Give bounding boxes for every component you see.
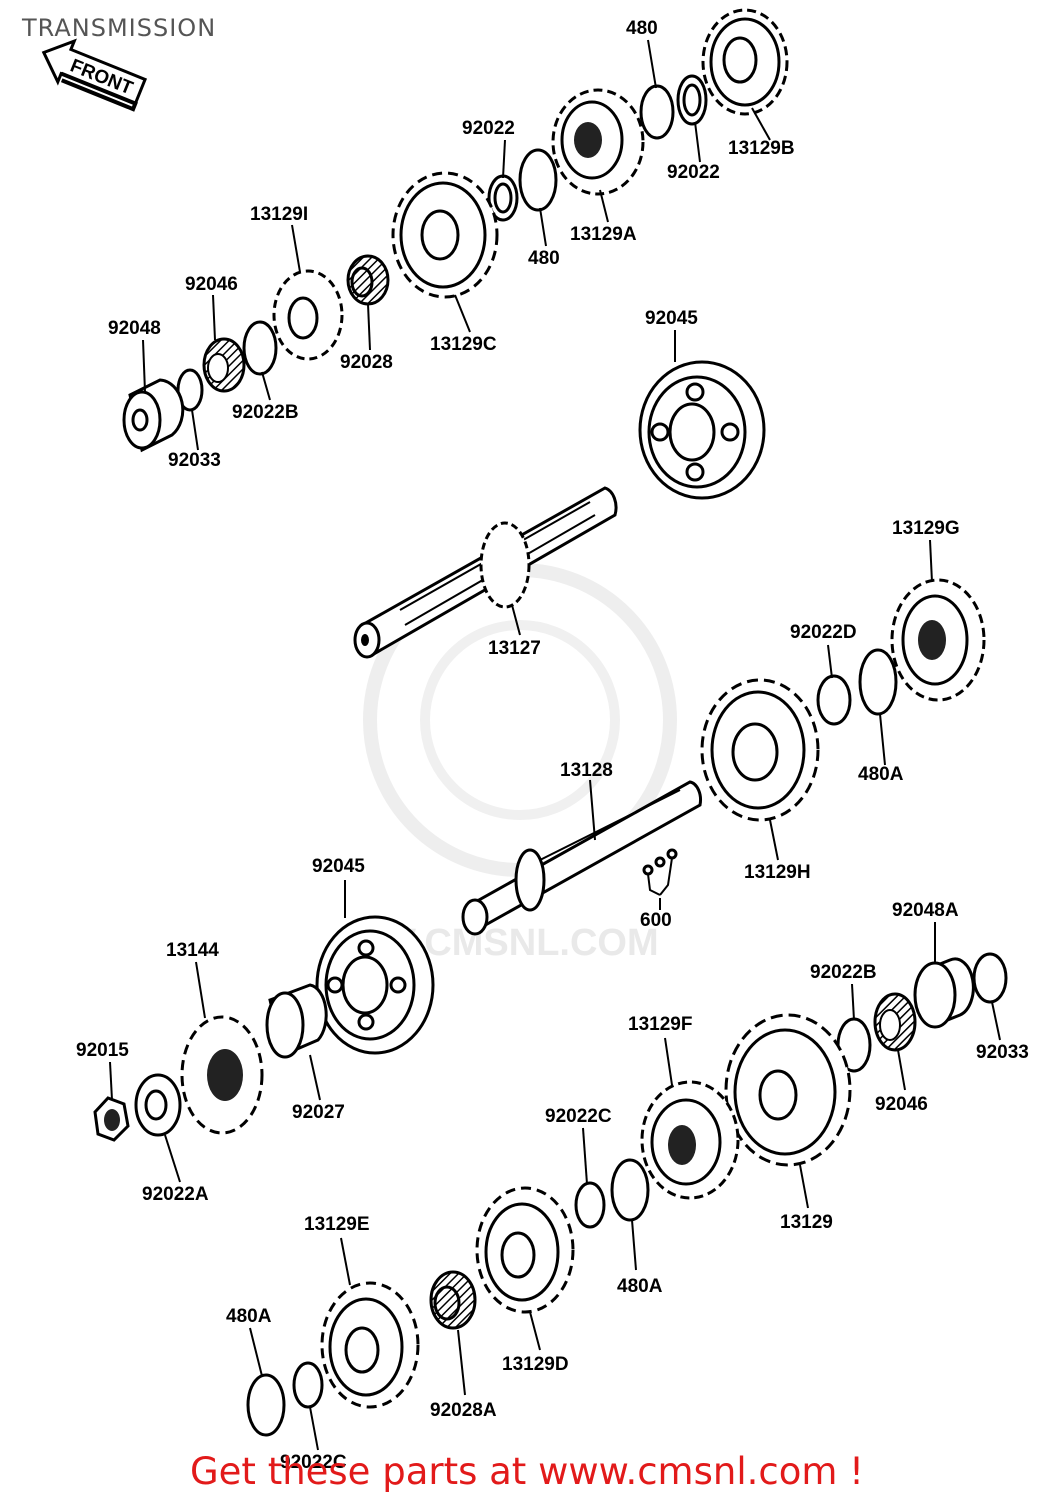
washer-92022C-bottom-icon — [292, 1361, 324, 1409]
label-13129C: 13129C — [430, 334, 497, 355]
page-title: TRANSMISSION — [22, 14, 217, 42]
label-13129G: 13129G — [892, 518, 960, 539]
label-92022B-top: 92022B — [232, 402, 299, 423]
gear-13129-icon — [724, 1013, 852, 1167]
label-480A-mid: 480A — [617, 1276, 663, 1297]
label-92022C-bottom: 92022C — [280, 1452, 347, 1473]
part-labels: 480 13129B 92022 92022 480 13129A 13129I… — [76, 18, 1029, 1473]
label-92022C-mid: 92022C — [545, 1106, 612, 1127]
circlip-480A-right-icon — [858, 648, 898, 716]
label-92022A: 92022A — [142, 1184, 209, 1205]
washer-92022A-inner-icon — [144, 1089, 168, 1121]
label-92045-top: 92045 — [645, 308, 698, 329]
gear-13129E-icon — [320, 1281, 420, 1409]
bearing-92028-icon — [346, 254, 390, 306]
ball-bearing-92045-icon — [638, 360, 766, 500]
label-92046-bottom: 92046 — [875, 1094, 928, 1115]
sprocket-13144-icon — [180, 1015, 264, 1135]
gear-13129H-icon — [700, 678, 820, 822]
label-92048: 92048 — [108, 318, 161, 339]
label-480A-right: 480A — [858, 764, 904, 785]
washer-92022C-mid-icon — [574, 1181, 606, 1229]
label-13129I: 13129I — [250, 204, 308, 225]
circlip-480A-mid-icon — [610, 1158, 650, 1222]
label-92015: 92015 — [76, 1040, 129, 1061]
nut-92015-icon — [93, 1096, 130, 1142]
label-92045-mid: 92045 — [312, 856, 365, 877]
label-92022-right: 92022 — [667, 162, 720, 183]
label-13129B: 13129B — [728, 138, 795, 159]
ball-bearing-92045-lower-icon — [315, 915, 435, 1055]
lower-group — [93, 915, 1008, 1437]
input-shaft-group — [122, 8, 789, 659]
label-92022D: 92022D — [790, 622, 857, 643]
collar-92048-icon — [122, 378, 185, 453]
label-92046-top: 92046 — [185, 274, 238, 295]
label-13129E: 13129E — [304, 1214, 370, 1235]
label-13128: 13128 — [560, 760, 613, 781]
circlip-480-mid-icon — [518, 148, 558, 212]
leader-lines — [109, 39, 1001, 1451]
label-92048A: 92048A — [892, 900, 959, 921]
gear-13129I-icon — [272, 269, 344, 361]
needle-bearing-92046-icon — [202, 337, 246, 393]
label-480A-bottom: 480A — [226, 1306, 272, 1327]
circlip-480A-bottom-icon — [246, 1373, 286, 1437]
gear-13129B-icon — [701, 8, 789, 116]
washer-92022B-icon — [242, 320, 278, 376]
washer-92022A-icon — [134, 1073, 182, 1137]
gear-13129C-icon — [391, 171, 499, 299]
needle-bearing-92046-lower-icon — [873, 992, 917, 1052]
label-92033-top: 92033 — [168, 450, 221, 471]
label-13129: 13129 — [780, 1212, 833, 1233]
collar-92048A-icon — [913, 957, 975, 1029]
label-92028: 92028 — [340, 352, 393, 373]
label-480-top: 480 — [626, 18, 658, 39]
label-600: 600 — [640, 910, 672, 931]
label-92028A: 92028A — [430, 1400, 497, 1421]
washer-92022-icon — [676, 74, 708, 126]
gear-13129G-icon — [890, 578, 986, 702]
front-arrow-icon: FRONT — [41, 38, 148, 112]
washer-92022-inner-icon — [682, 83, 702, 117]
input-shaft-13127-icon — [353, 486, 618, 659]
label-92022-mid: 92022 — [462, 118, 515, 139]
label-13129D: 13129D — [502, 1354, 569, 1375]
label-92027: 92027 — [292, 1102, 345, 1123]
label-13127: 13127 — [488, 638, 541, 659]
bearing-92028A-icon — [429, 1270, 477, 1330]
gear-13129F-icon — [640, 1080, 740, 1200]
washer-92022-mid-inner-icon — [493, 182, 513, 214]
footer-link-text[interactable]: Get these parts at www.cmsnl.com ! — [189, 1450, 864, 1493]
label-92033-bottom: 92033 — [976, 1042, 1029, 1063]
output-shaft-group — [461, 578, 986, 936]
label-13129A: 13129A — [570, 224, 637, 245]
label-480-mid: 480 — [528, 248, 560, 269]
pin-600-icon — [642, 848, 678, 896]
label-13144: 13144 — [166, 940, 219, 961]
gear-13129A-icon — [551, 88, 645, 196]
label-13129H: 13129H — [744, 862, 811, 883]
output-shaft-13128-icon — [461, 780, 702, 936]
circlip-92033-right-icon — [972, 952, 1008, 1004]
washer-92022D-icon — [816, 674, 852, 726]
label-92022B-bottom: 92022B — [810, 962, 877, 983]
gear-13129D-icon — [475, 1186, 575, 1314]
collar-92027-icon — [265, 983, 328, 1059]
circlip-480-icon — [639, 84, 675, 140]
label-13129F: 13129F — [628, 1014, 692, 1035]
